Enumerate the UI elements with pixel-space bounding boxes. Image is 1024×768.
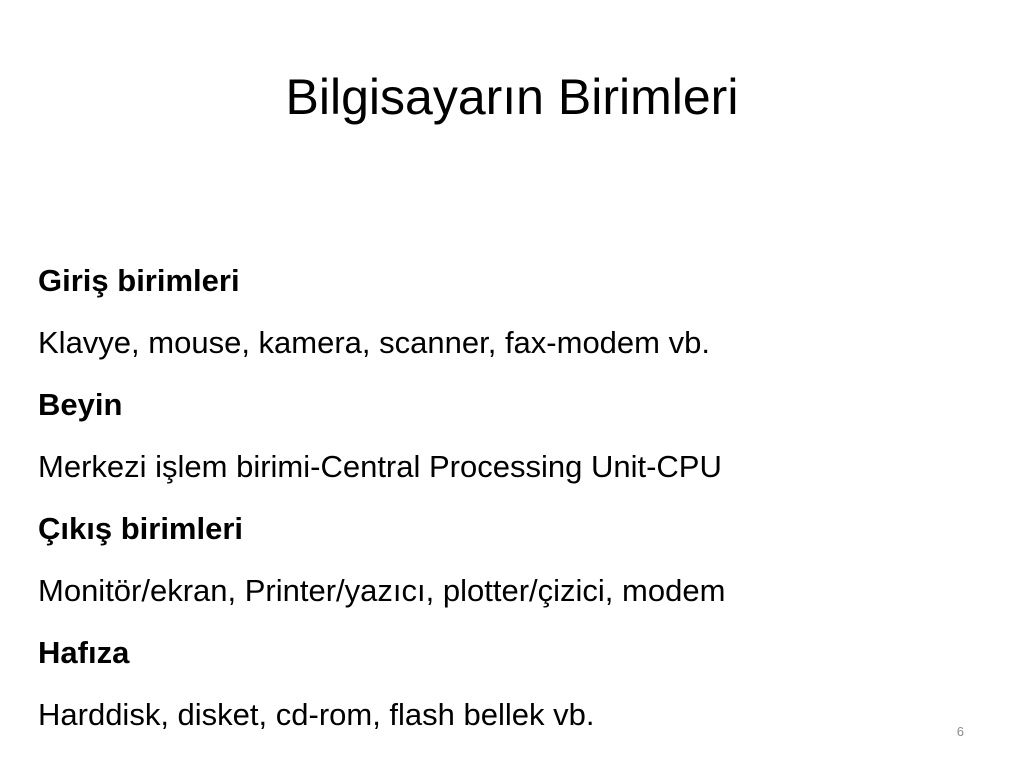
section-text-brain: Merkezi işlem birimi-Central Processing … — [38, 449, 722, 484]
section-text-memory: Harddisk, disket, cd-rom, flash bellek v… — [38, 697, 595, 732]
section-text-input-units: Klavye, mouse, kamera, scanner, fax-mode… — [38, 325, 710, 360]
slide-body: Giriş birimleri Klavye, mouse, kamera, s… — [38, 250, 998, 746]
section-heading-brain: Beyin — [38, 387, 123, 422]
slide-title: Bilgisayarın Birimleri — [285, 69, 739, 125]
section-text-output-units: Monitör/ekran, Printer/yazıcı, plotter/ç… — [38, 573, 726, 608]
section-heading-input-units: Giriş birimleri — [38, 263, 240, 298]
page-number: 6 — [956, 724, 964, 739]
section-heading-output-units: Çıkış birimleri — [38, 511, 244, 546]
section-heading-memory: Hafıza — [38, 635, 130, 670]
